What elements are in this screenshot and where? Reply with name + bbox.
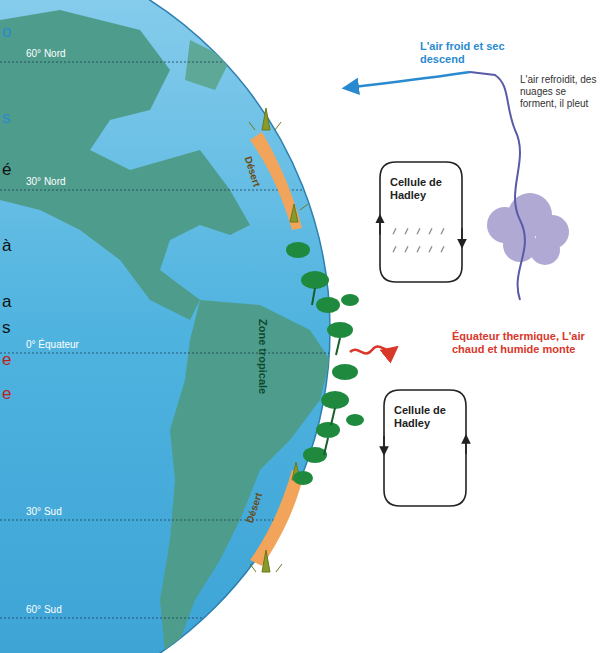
- zone-label: Zone tropicale: [255, 319, 268, 394]
- latitude-label: 30° Sud: [26, 506, 62, 518]
- cell-label: Cellule de Hadley: [394, 404, 450, 429]
- text-fragment: e: [2, 350, 11, 370]
- cell-label: Cellule de Hadley: [390, 176, 446, 201]
- annotation: Équateur thermique, L'air chaud et humid…: [452, 330, 602, 356]
- text-fragment: à: [2, 236, 11, 256]
- hadley-cell: Cellule de Hadley: [382, 388, 468, 508]
- latitude-label: 60° Sud: [26, 604, 62, 616]
- text-fragment: a: [2, 292, 11, 312]
- text-fragment: e: [2, 384, 11, 404]
- latitude-label: 60° Nord: [26, 48, 66, 60]
- annotation: L'air refroidit, des nuages se forment, …: [520, 74, 600, 110]
- text-fragment: é: [2, 160, 11, 180]
- annotation: L'air froid et sec descend: [420, 40, 530, 66]
- hadley-cell: Cellule de Hadley: [378, 160, 464, 284]
- latitude-label: 30° Nord: [26, 176, 66, 188]
- text-fragment: s: [2, 108, 11, 128]
- text-fragment: o: [2, 22, 11, 42]
- latitude-label: 0° Équateur: [26, 339, 79, 351]
- text-fragment: s: [2, 318, 11, 338]
